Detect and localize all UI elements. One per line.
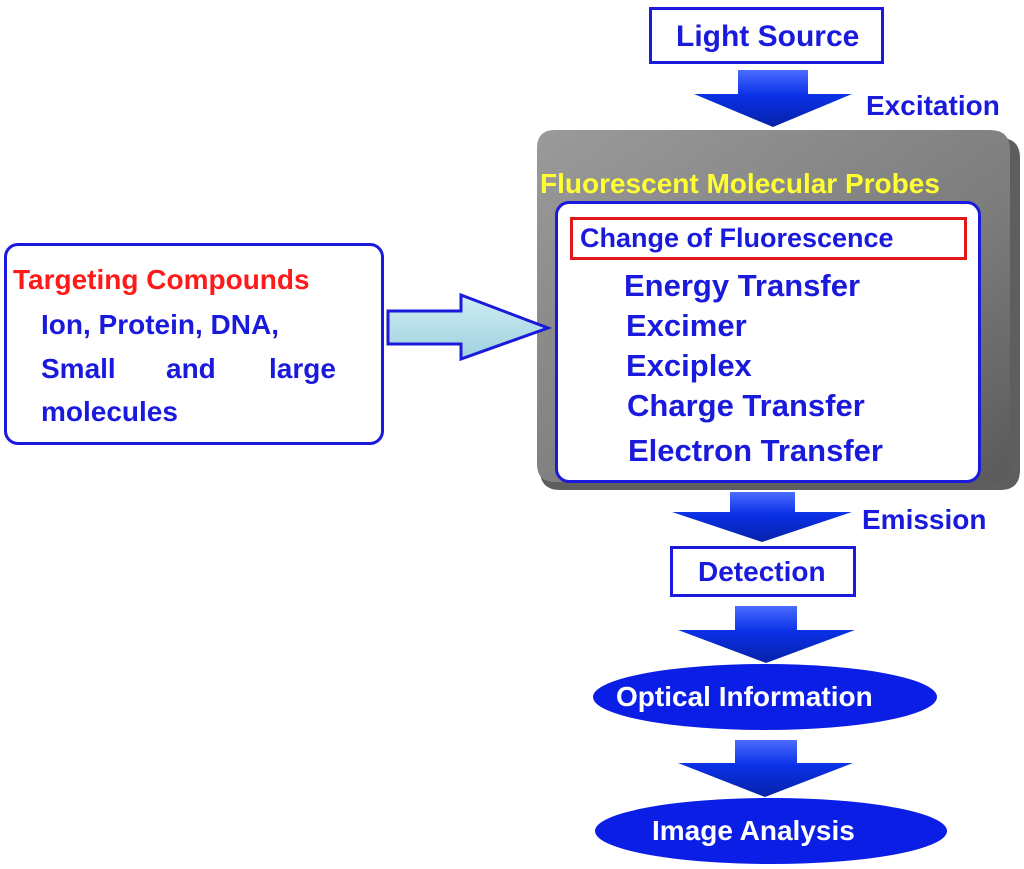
targeting-word-small: Small [41, 353, 116, 384]
mechanism-exciplex: Exciplex [626, 348, 752, 383]
analysis-arrow [678, 740, 853, 797]
detection-box [670, 546, 856, 597]
excitation-label: Excitation [866, 90, 1000, 121]
excitation-arrow [694, 70, 852, 127]
targeting-box [4, 243, 384, 445]
targeting-word-large: large [269, 353, 336, 384]
mechanism-charge-transfer: Charge Transfer [627, 388, 865, 423]
optical-information-ellipse [593, 664, 937, 730]
change-of-fluorescence-box [570, 217, 967, 260]
change-title: Change of Fluorescence [580, 223, 894, 253]
emission-label: Emission [862, 504, 987, 535]
mechanism-excimer: Excimer [626, 308, 747, 343]
targeting-line-1: Ion, Protein, DNA, [41, 309, 279, 340]
light-source-label: Light Source [676, 20, 860, 53]
mechanism-electron-transfer: Electron Transfer [628, 433, 883, 468]
image-analysis-ellipse [595, 798, 947, 864]
optical-information-label: Optical Information [616, 681, 873, 712]
mechanism-energy-transfer: Energy Transfer [624, 268, 861, 303]
emission-arrow [672, 492, 852, 542]
detection-arrow [678, 606, 855, 663]
detection-label: Detection [698, 556, 826, 587]
targeting-title: Targeting Compounds [13, 264, 310, 295]
light-source-box [649, 7, 884, 64]
targeting-line-3: molecules [41, 396, 178, 427]
targeting-arrow [386, 292, 553, 362]
image-analysis-label: Image Analysis [652, 815, 855, 846]
targeting-word-and: and [166, 353, 216, 384]
probes-title: Fluorescent Molecular Probes [540, 168, 940, 199]
